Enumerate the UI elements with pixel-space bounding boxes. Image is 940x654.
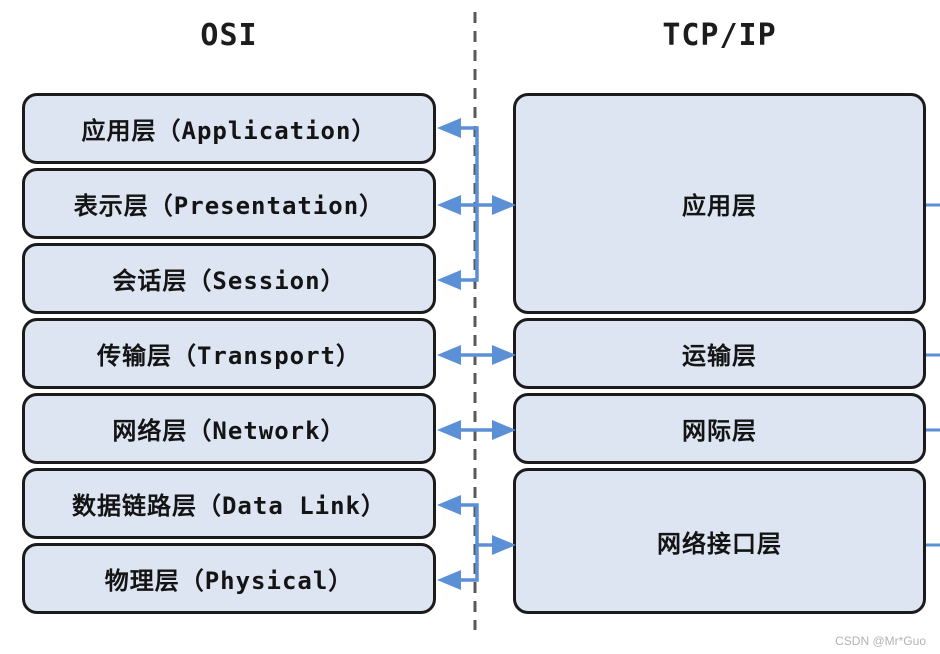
tcpip-layer-internet: 网际层 bbox=[513, 393, 926, 464]
osi-layer-presentation: 表示层（Presentation） bbox=[22, 168, 436, 239]
osi-layer-session: 会话层（Session） bbox=[22, 243, 436, 314]
csdn-watermark: CSDN @Mr*Guo bbox=[835, 634, 926, 648]
osi-layer-data-link: 数据链路层（Data Link） bbox=[22, 468, 436, 539]
tcpip-column-title: TCP/IP bbox=[662, 18, 777, 53]
tcpip-layer-transport: 运输层 bbox=[513, 318, 926, 389]
arrowhead-left-data-link bbox=[437, 495, 461, 515]
bracket-lower-line bbox=[459, 503, 479, 582]
osi-layer-physical: 物理层（Physical） bbox=[22, 543, 436, 614]
arrowhead-left-network bbox=[437, 420, 461, 440]
osi-layer-network: 网络层（Network） bbox=[22, 393, 436, 464]
arrowhead-left-application bbox=[437, 118, 461, 138]
osi-layer-application: 应用层（Application） bbox=[22, 93, 436, 164]
arrowhead-left-session bbox=[437, 270, 461, 290]
tcpip-layer-application: 应用层 bbox=[513, 93, 926, 314]
arrowhead-left-physical bbox=[437, 570, 461, 590]
osi-column-title: OSI bbox=[200, 18, 258, 53]
tcpip-layer-network-interface: 网络接口层 bbox=[513, 468, 926, 614]
arrowhead-left-presentation bbox=[437, 195, 461, 215]
arrowhead-left-transport bbox=[437, 345, 461, 365]
bracket-upper-line bbox=[459, 126, 479, 282]
osi-layer-transport: 传输层（Transport） bbox=[22, 318, 436, 389]
